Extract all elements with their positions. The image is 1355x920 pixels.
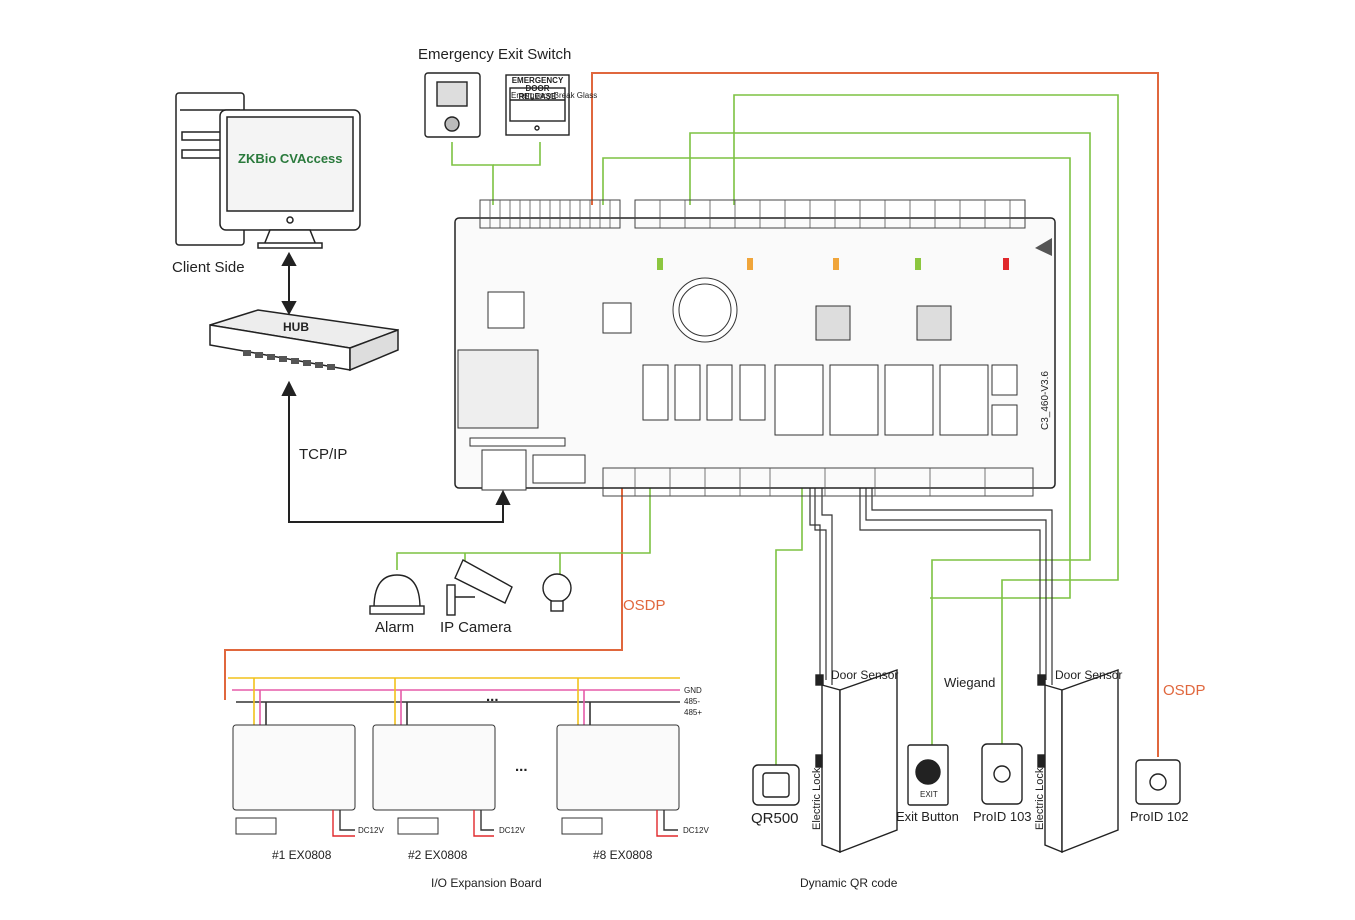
software-logo-text: ZKBio CVAccess [238, 151, 343, 166]
proid-102-label: ProID 102 [1130, 809, 1189, 824]
qr500-label: QR500 [751, 810, 799, 827]
osdp-label-right: OSDP [1163, 682, 1206, 699]
ip-camera-device [446, 559, 513, 616]
electric-lock-2-label: Electric Lock [1034, 767, 1046, 830]
gnd-label: GND [684, 686, 702, 695]
exit-text: EXIT [920, 790, 938, 799]
emergency-sign-text: EMERGENCY DOOR RELEASE [511, 76, 564, 101]
alarm-label: Alarm [375, 619, 415, 636]
door-sensor-2-label: Door Sensor [1055, 668, 1123, 682]
io-expansion-caption: I/O Expansion Board [431, 876, 542, 890]
ellipsis-mid: ... [515, 758, 528, 775]
ellipsis-top: ... [486, 688, 499, 705]
board-1-label: #1 EX0808 [272, 848, 332, 862]
qr500-reader [752, 764, 800, 806]
exit-button-device [907, 744, 949, 806]
dynamic-qr-caption: Dynamic QR code [800, 876, 898, 890]
tcpip-link [281, 251, 511, 523]
expansion-board-8 [556, 724, 680, 835]
electric-lock-1-label: Electric Lock [811, 767, 823, 830]
wiegand-label: Wiegand [944, 675, 996, 690]
emergency-sub-text: Emergency Break Glass [511, 91, 598, 100]
emergency-exit-device [424, 72, 570, 138]
door-sensor-1-label: Door Sensor [831, 668, 899, 682]
rs485-minus-label: 485- [684, 697, 701, 706]
board-2-label: #2 EX0808 [408, 848, 468, 862]
client-pc [175, 92, 361, 249]
proid-103-reader [981, 743, 1023, 805]
expansion-board-1 [232, 724, 356, 835]
door-2 [1037, 669, 1119, 854]
client-side-label: Client Side [172, 259, 245, 276]
dc12v-8-label: DC12V [683, 826, 709, 835]
light-bulb [542, 573, 572, 612]
ip-camera-label: IP Camera [440, 619, 512, 636]
hub [209, 309, 399, 372]
proid-103-label: ProID 103 [973, 809, 1032, 824]
proid-102-reader [1135, 759, 1181, 805]
door-1 [815, 669, 898, 854]
alarm-device [369, 574, 425, 615]
dc12v-1-label: DC12V [358, 826, 384, 835]
rs485-plus-label: 485+ [684, 708, 703, 717]
osdp-label-left: OSDP [623, 597, 666, 614]
expansion-board-2 [372, 724, 496, 835]
rs485-bus [228, 677, 680, 725]
wiegand-wires [396, 94, 1119, 765]
board-8-label: #8 EX0808 [593, 848, 653, 862]
board-model-label: C3_460-V3.6 [1040, 371, 1051, 430]
exit-button-label: Exit Button [896, 809, 959, 824]
emergency-exit-switch-label: Emergency Exit Switch [418, 46, 572, 63]
lock-wires [809, 488, 1053, 685]
hub-label: HUB [283, 320, 309, 334]
osdp-wires [224, 72, 1159, 757]
dc12v-2-label: DC12V [499, 826, 525, 835]
dc12v-wires [332, 810, 678, 837]
tcpip-label: TCP/IP [299, 446, 348, 463]
controller-board [454, 199, 1056, 497]
